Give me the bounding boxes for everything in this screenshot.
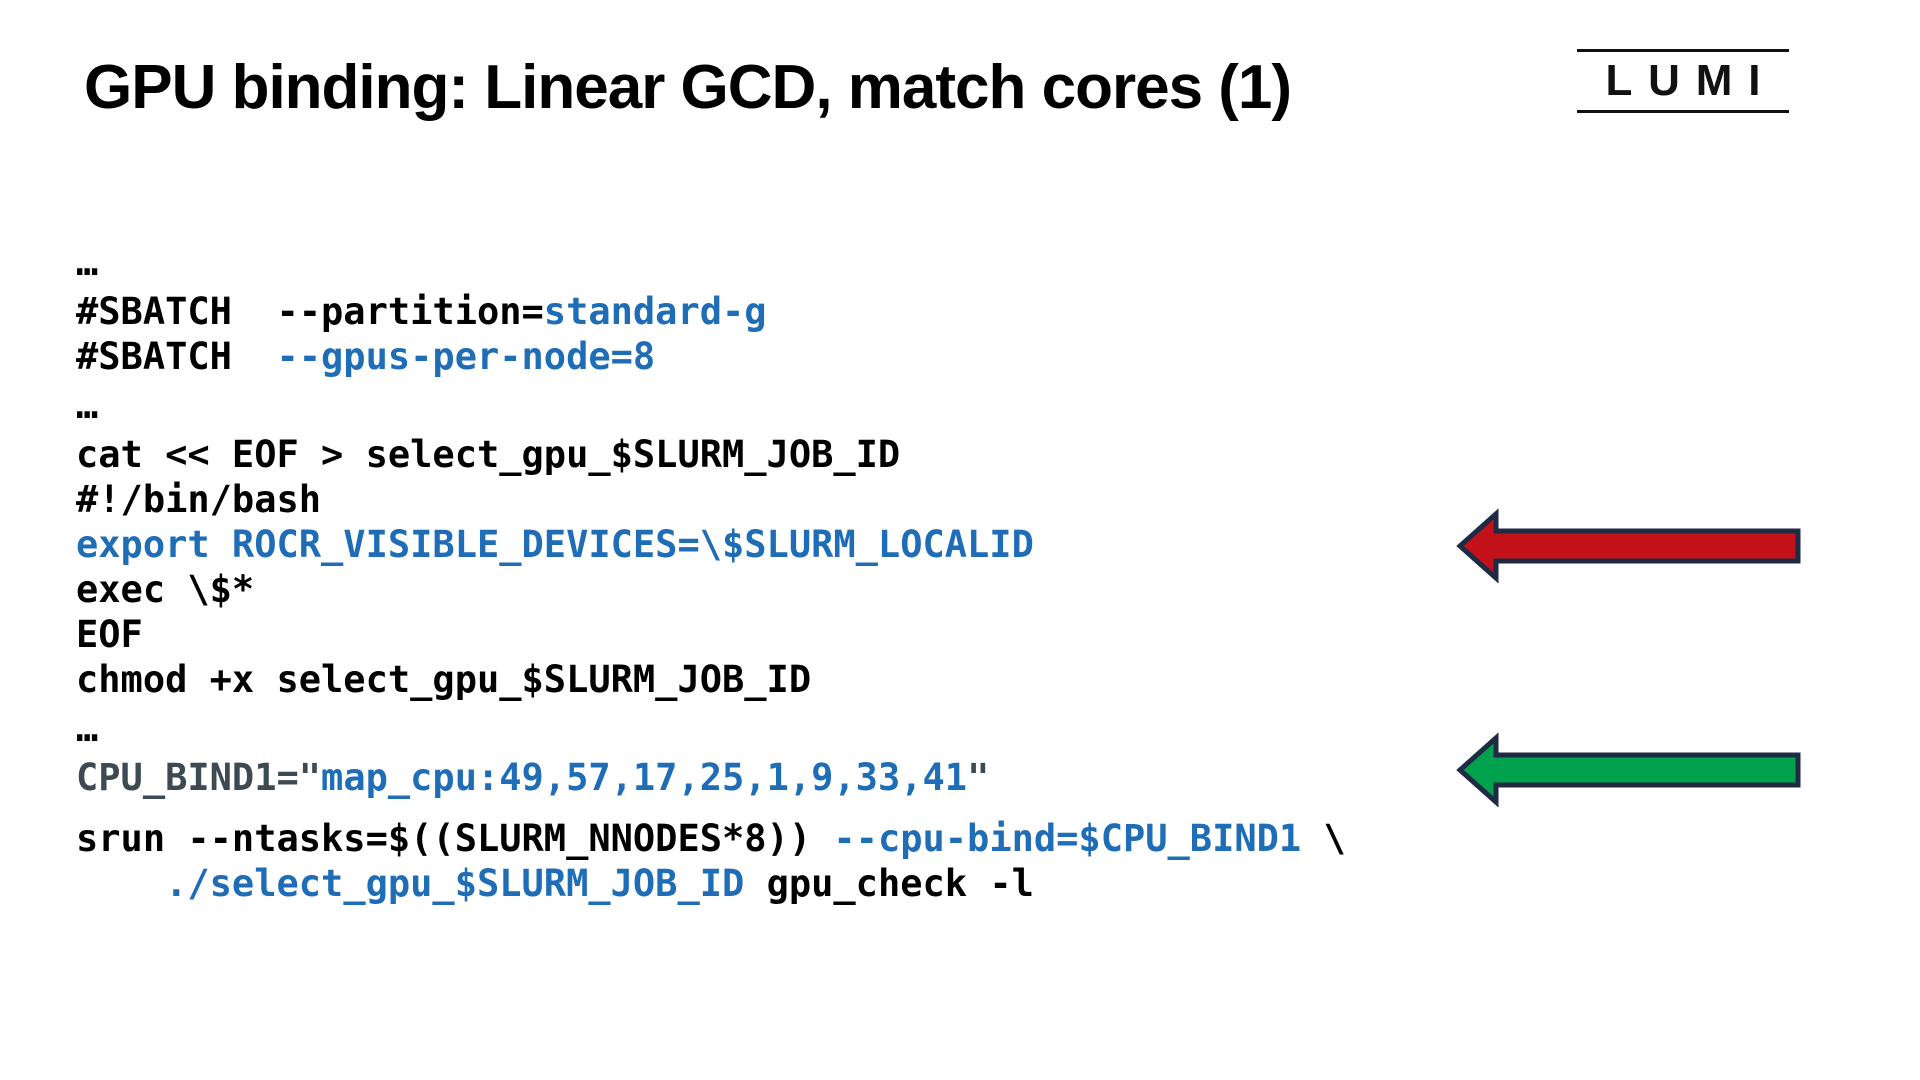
code-segment: #SBATCH --partition= xyxy=(76,290,544,333)
code-paragraph: … xyxy=(76,240,1346,285)
code-line: CPU_BIND1="map_cpu:49,57,17,25,1,9,33,41… xyxy=(76,755,1346,800)
code-segment: " xyxy=(967,756,990,799)
code-line: #SBATCH --gpus-per-node=8 xyxy=(76,334,1346,379)
code-segment: --cpu-bind=$CPU_BIND1 xyxy=(833,817,1302,860)
code-paragraph: srun --ntasks=$((SLURM_NNODES*8)) --cpu-… xyxy=(76,816,1346,906)
code-segment: chmod +x select_gpu_$SLURM_JOB_ID xyxy=(76,658,812,701)
code-segment: srun --ntasks=$((SLURM_NNODES*8)) xyxy=(76,817,834,860)
code-line: chmod +x select_gpu_$SLURM_JOB_ID xyxy=(76,657,1346,702)
code-segment: … xyxy=(76,241,99,284)
code-segment: standard-g xyxy=(543,290,767,333)
code-line: EOF xyxy=(76,612,1346,657)
code-segment: gpu_check -l xyxy=(744,862,1034,905)
code-segment: #SBATCH xyxy=(76,335,277,378)
code-line: cat << EOF > select_gpu_$SLURM_JOB_ID xyxy=(76,432,1346,477)
lumi-logo: LUMI xyxy=(1577,49,1789,113)
code-line: ./select_gpu_$SLURM_JOB_ID gpu_check -l xyxy=(76,861,1346,906)
green-arrow-shape xyxy=(1456,732,1801,808)
code-segment: export ROCR_VISIBLE_DEVICES=\$SLURM_LOCA… xyxy=(76,523,1034,566)
code-paragraph: #SBATCH --partition=standard-g#SBATCH --… xyxy=(76,289,1346,379)
code-segment: ./select_gpu_$SLURM_JOB_ID xyxy=(165,862,745,905)
code-segment: --gpus-per-node=8 xyxy=(276,335,656,378)
slide-title: GPU binding: Linear GCD, match cores (1) xyxy=(84,53,1292,122)
code-segment xyxy=(76,862,165,905)
code-line: exec \$* xyxy=(76,567,1346,612)
code-segment: \ xyxy=(1301,817,1346,860)
code-line: … xyxy=(76,383,1346,428)
code-paragraph: cat << EOF > select_gpu_$SLURM_JOB_ID#!/… xyxy=(76,432,1346,702)
code-paragraph: … xyxy=(76,383,1346,428)
code-segment: … xyxy=(76,707,99,750)
code-line: #!/bin/bash xyxy=(76,477,1346,522)
red-arrow xyxy=(1456,508,1801,584)
code-segment: map_cpu:49,57,17,25,1,9,33,41 xyxy=(321,756,968,799)
code-paragraph: CPU_BIND1="map_cpu:49,57,17,25,1,9,33,41… xyxy=(76,755,1346,800)
code-segment: cat << EOF > select_gpu_$SLURM_JOB_ID xyxy=(76,433,901,476)
green-arrow xyxy=(1456,732,1801,808)
code-line: … xyxy=(76,706,1346,751)
code-segment: EOF xyxy=(76,613,143,656)
code-line: … xyxy=(76,240,1346,285)
code-block: …#SBATCH --partition=standard-g#SBATCH -… xyxy=(76,240,1346,906)
red-arrow-shape xyxy=(1456,508,1801,584)
code-segment: exec \$* xyxy=(76,568,255,611)
code-line: export ROCR_VISIBLE_DEVICES=\$SLURM_LOCA… xyxy=(76,522,1346,567)
code-segment: … xyxy=(76,384,99,427)
lumi-logo-text: LUMI xyxy=(1605,56,1777,105)
code-line: #SBATCH --partition=standard-g xyxy=(76,289,1346,334)
code-paragraph: … xyxy=(76,706,1346,751)
code-line: srun --ntasks=$((SLURM_NNODES*8)) --cpu-… xyxy=(76,816,1346,861)
code-segment: CPU_BIND1=" xyxy=(76,756,322,799)
code-segment: #!/bin/bash xyxy=(76,478,322,521)
